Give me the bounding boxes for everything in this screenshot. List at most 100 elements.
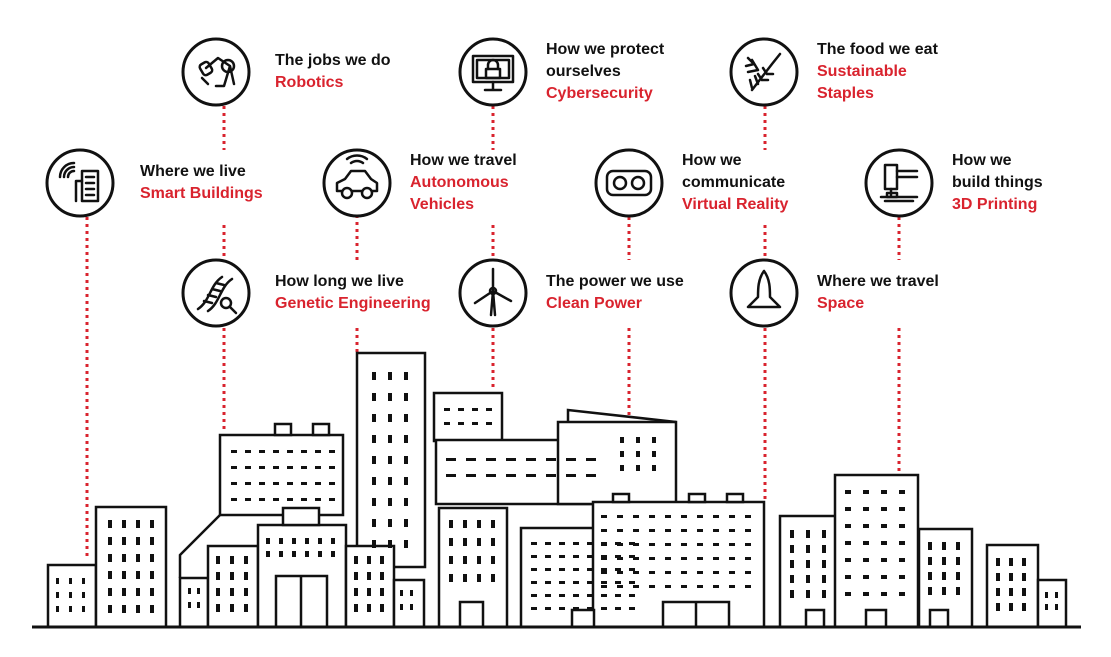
window xyxy=(231,482,237,485)
window xyxy=(601,529,607,532)
window xyxy=(367,588,371,596)
window xyxy=(150,588,154,596)
window xyxy=(942,557,946,565)
window xyxy=(617,557,623,560)
window xyxy=(729,585,735,588)
window xyxy=(404,372,408,380)
window xyxy=(150,537,154,545)
topic-space: Space xyxy=(817,295,865,312)
window xyxy=(729,529,735,532)
window xyxy=(822,590,826,598)
window xyxy=(506,474,516,477)
building-outline xyxy=(556,420,678,506)
window xyxy=(615,607,621,610)
window xyxy=(388,435,392,443)
window xyxy=(729,557,735,560)
window xyxy=(545,581,551,584)
window xyxy=(404,519,408,527)
window xyxy=(477,574,481,582)
window xyxy=(458,422,464,425)
window xyxy=(633,571,639,574)
window xyxy=(601,581,607,584)
window xyxy=(633,585,639,588)
window xyxy=(881,575,887,579)
wind-turbine-icon xyxy=(458,258,528,328)
caption-smart-buildings: Where we live xyxy=(140,163,246,180)
window xyxy=(790,560,794,568)
window xyxy=(928,587,932,595)
window xyxy=(318,538,322,544)
window xyxy=(372,456,376,464)
label-space: Where we travel Space xyxy=(817,271,939,315)
window xyxy=(329,498,335,501)
window xyxy=(587,581,593,584)
window xyxy=(681,515,687,518)
window xyxy=(713,585,719,588)
window xyxy=(899,507,905,511)
window xyxy=(136,588,140,596)
window xyxy=(305,538,309,544)
window xyxy=(1009,588,1013,596)
window xyxy=(665,585,671,588)
window xyxy=(806,560,810,568)
window xyxy=(231,466,237,469)
window xyxy=(545,555,551,558)
window xyxy=(531,594,537,597)
window xyxy=(652,465,656,471)
window xyxy=(697,543,703,546)
window xyxy=(996,603,1000,611)
building-outline xyxy=(432,391,504,443)
window xyxy=(404,435,408,443)
window xyxy=(899,558,905,562)
window xyxy=(587,542,593,545)
window xyxy=(745,557,751,560)
window xyxy=(649,585,655,588)
window xyxy=(136,605,140,613)
building-outline xyxy=(833,473,920,629)
building-outline xyxy=(311,422,331,437)
window xyxy=(444,408,450,411)
window xyxy=(863,575,869,579)
window xyxy=(652,451,656,457)
window xyxy=(822,530,826,538)
window xyxy=(899,524,905,528)
dna-icon xyxy=(181,258,251,328)
window xyxy=(477,556,481,564)
window xyxy=(559,542,565,545)
window xyxy=(899,575,905,579)
window xyxy=(244,572,248,580)
label-cybersecurity: How we protect ourselves Cybersecurity xyxy=(546,39,664,105)
window xyxy=(573,581,579,584)
window xyxy=(531,555,537,558)
window xyxy=(601,594,607,597)
window xyxy=(881,592,887,596)
window xyxy=(863,524,869,528)
window xyxy=(301,482,307,485)
window xyxy=(649,529,655,532)
window xyxy=(354,556,358,564)
window xyxy=(1045,604,1048,610)
window xyxy=(491,538,495,546)
wheat-icon xyxy=(729,37,799,107)
window xyxy=(122,588,126,596)
topic-autonomous-line-1: Autonomous xyxy=(410,174,509,191)
window xyxy=(122,605,126,613)
window xyxy=(863,490,869,494)
window xyxy=(1045,592,1048,598)
window xyxy=(197,588,200,594)
building-outline xyxy=(985,543,1040,629)
window xyxy=(615,568,621,571)
window xyxy=(586,474,596,477)
window xyxy=(136,554,140,562)
label-genetic: How long we live Genetic Engineering xyxy=(275,271,431,315)
window xyxy=(372,414,376,422)
window xyxy=(292,538,296,544)
caption-genetic: How long we live xyxy=(275,273,404,290)
window xyxy=(287,466,293,469)
window xyxy=(122,554,126,562)
window xyxy=(665,543,671,546)
window xyxy=(697,585,703,588)
window xyxy=(681,557,687,560)
building-roof xyxy=(566,408,677,424)
window xyxy=(713,557,719,560)
